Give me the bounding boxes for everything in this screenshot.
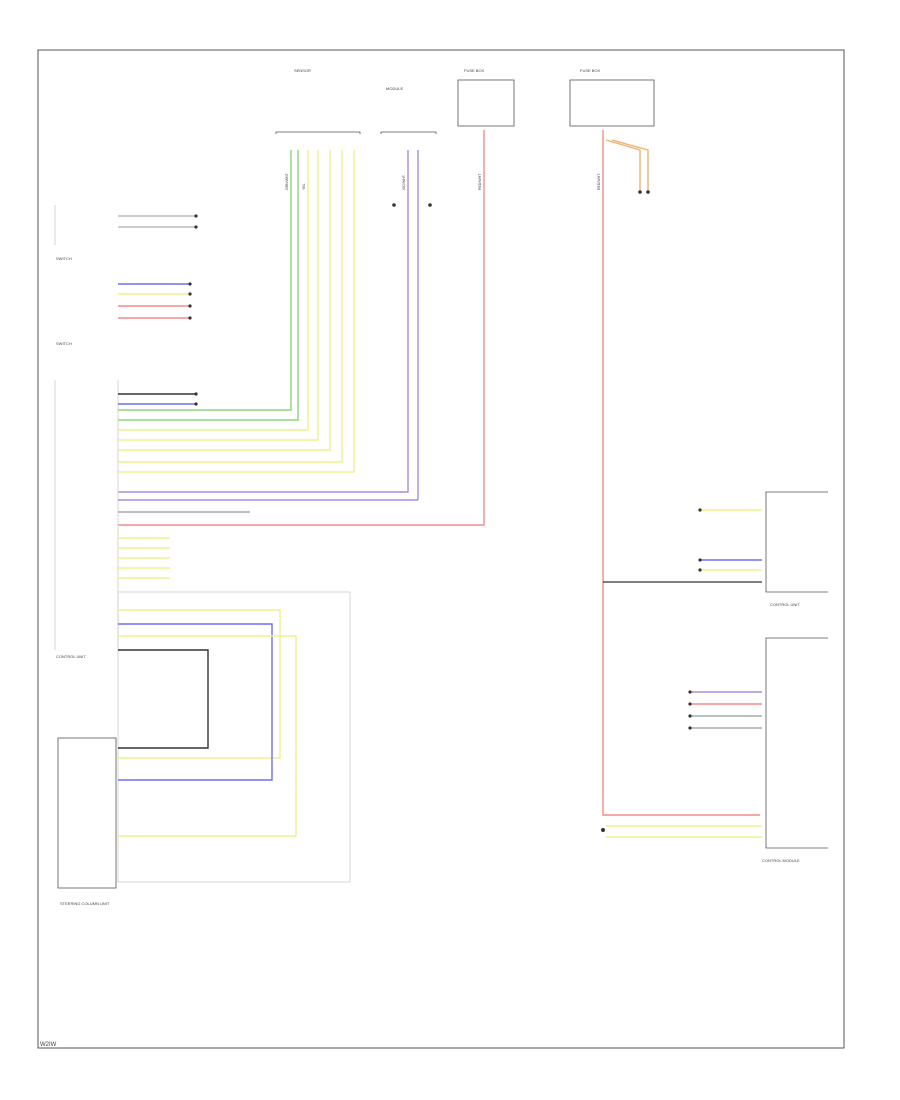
fuse-box-2-label: FUSE BOX	[580, 68, 601, 73]
wire-green-2	[118, 150, 299, 421]
main-control-unit-label: CONTROL UNIT	[56, 654, 86, 659]
steering-switch: SWITCH	[54, 205, 198, 261]
wire-yellow-5	[118, 150, 355, 473]
svg-text:RED/WHT: RED/WHT	[597, 173, 601, 190]
wire-violet-1	[118, 150, 409, 493]
svg-text:RED/WHT: RED/WHT	[478, 173, 482, 190]
vertical-wire-codes: GRN/WHT YEL VIO/WHT RED/WHT RED/WHT	[285, 172, 601, 190]
svg-text:YEL: YEL	[302, 183, 306, 190]
top-sensor-label: SENSOR	[294, 68, 311, 73]
wire-orange-fuse2b	[611, 139, 649, 190]
right-control-unit-1: CONTROL UNIT	[603, 491, 828, 607]
wire-yellow-1	[118, 150, 309, 431]
wire-green-1	[118, 150, 292, 411]
stability-switch: SWITCH	[56, 282, 192, 346]
wire-yellow-3	[118, 150, 331, 451]
fuse-box-1-label: FUSE BOX	[464, 68, 485, 73]
vertical-wires	[118, 130, 760, 816]
wire-yellow-4	[118, 150, 343, 463]
top-module-connector: MODULE	[380, 86, 437, 134]
top-terminals	[392, 190, 650, 207]
wire-red-fuse1	[118, 130, 485, 526]
right-unit-2-label: CONTROL MODULE	[762, 858, 800, 863]
main-control-unit: CONTROL UNIT	[54, 380, 418, 659]
steering-column-unit-label: STEERING COLUMN UNIT	[60, 901, 110, 906]
steering-column-unit: STEERING COLUMN UNIT	[57, 737, 117, 906]
diagram-code: W2IW	[40, 1042, 57, 1048]
fuse-box-1: FUSE BOX	[457, 68, 515, 127]
steering-column-harness	[117, 591, 351, 883]
stability-switch-label: SWITCH	[56, 341, 72, 346]
wire-red-fuse2	[602, 130, 760, 816]
svg-text:VIO/WHT: VIO/WHT	[402, 174, 406, 190]
diagram-frame	[37, 49, 845, 1049]
right-control-unit-2: CONTROL MODULE	[601, 637, 828, 863]
top-module-label: MODULE	[386, 86, 403, 91]
right-unit-1-label: CONTROL UNIT	[770, 602, 800, 607]
svg-text:GRN/WHT: GRN/WHT	[285, 172, 289, 190]
fuse-box-2: FUSE BOX	[569, 68, 655, 127]
steering-switch-label: SWITCH	[56, 256, 72, 261]
wire-orange-fuse2	[605, 139, 641, 190]
top-sensor-connector: SENSOR	[275, 68, 361, 134]
wire-yellow-2	[118, 150, 319, 441]
